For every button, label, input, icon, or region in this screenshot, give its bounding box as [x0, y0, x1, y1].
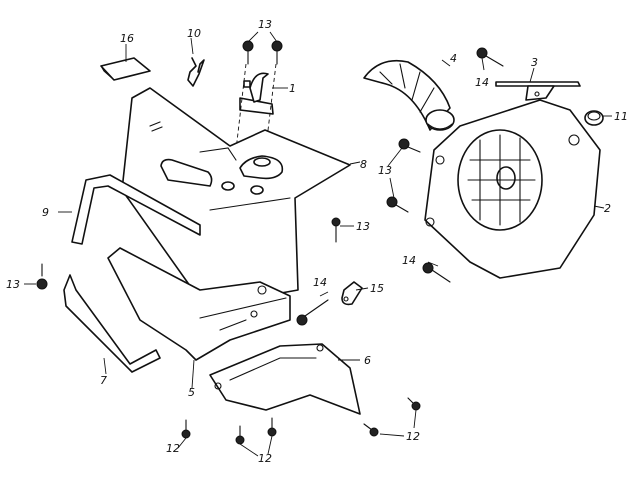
callout-1: 1: [289, 82, 296, 95]
callout-13-housing: 13: [378, 164, 392, 177]
callout-2: 2: [604, 202, 611, 215]
callout-3: 3: [531, 56, 538, 69]
part-9-spring-clip: [187, 57, 205, 87]
part-13-screw-left: [36, 263, 48, 290]
callout-12-middle: 12: [258, 452, 272, 465]
callout-9: 10: [187, 27, 201, 40]
part-10-seal-strip-upper: [71, 174, 201, 245]
callout-13-top: 13: [258, 18, 272, 31]
part-14-bolt-top: [476, 47, 504, 67]
callout-14-top: 14: [475, 76, 489, 89]
part-7-seal-strip-lower: [63, 274, 161, 373]
part-2-fan-housing: [424, 99, 601, 279]
leader-lines: [24, 31, 612, 457]
callout-14-housing: 14: [402, 254, 416, 267]
callout-11: 11: [614, 110, 628, 123]
callout-13-left: 13: [6, 278, 20, 291]
part-3-clamp-strap: [495, 81, 581, 101]
callout-13-center: 13: [356, 220, 370, 233]
callout-8: 8: [360, 158, 367, 171]
part-12-screws: [181, 397, 421, 445]
callout-12-right: 12: [406, 430, 420, 443]
callout-14-center: 14: [313, 276, 327, 289]
part-15-cable-lug: [341, 281, 363, 306]
part-4-air-duct-hose: [363, 59, 455, 131]
callout-12-left: 12: [166, 442, 180, 455]
callout-10: 9: [42, 206, 49, 219]
part-16-insulating-pad: [100, 57, 151, 81]
part-11-grommet: [584, 110, 604, 126]
part-14-bolt-housing: [422, 262, 451, 283]
part-13-screw-pair-housing: [386, 138, 421, 213]
callout-15: 15: [370, 282, 384, 295]
part-5-lower-shroud: [107, 247, 291, 361]
part-1-bracket: [235, 63, 277, 181]
callout-4: 4: [450, 52, 457, 65]
part-13-screw-center: [331, 217, 341, 243]
part-6-bottom-deflector: [209, 343, 361, 415]
part-13-screw-pair-top: [242, 40, 283, 65]
callout-7: 7: [100, 374, 107, 387]
callout-5: 5: [188, 386, 195, 399]
part-8-upper-shroud: [121, 87, 351, 303]
callout-16: 16: [120, 32, 134, 45]
part-14-bolt-center: [296, 299, 329, 326]
callout-6: 6: [364, 354, 371, 367]
